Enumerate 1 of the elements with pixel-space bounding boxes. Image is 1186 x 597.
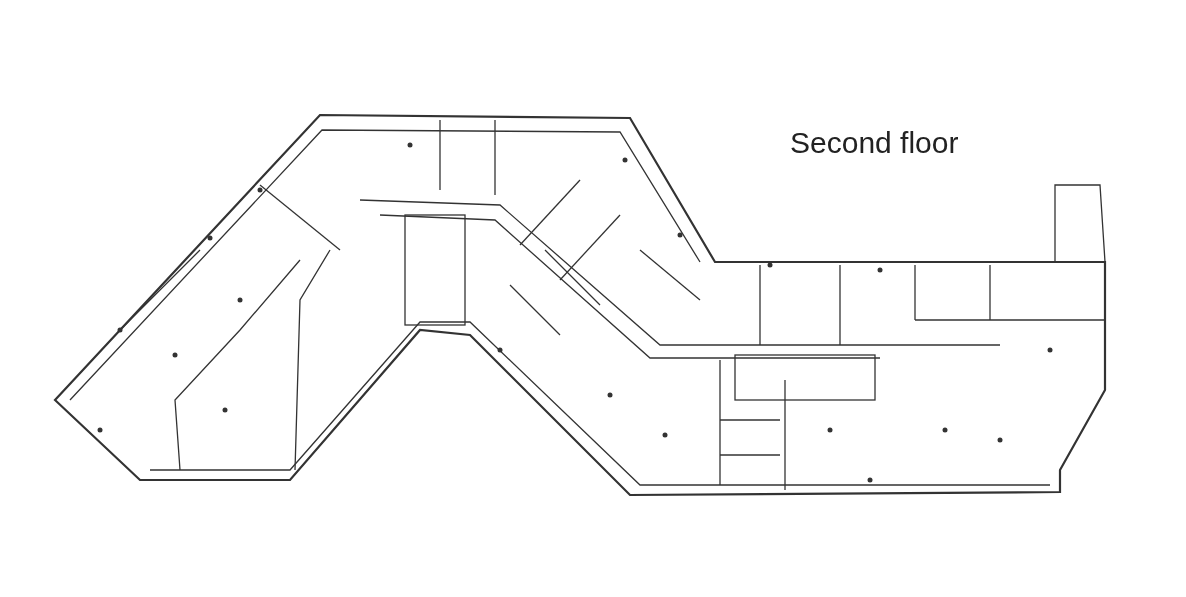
title: Second floor: [790, 126, 959, 160]
